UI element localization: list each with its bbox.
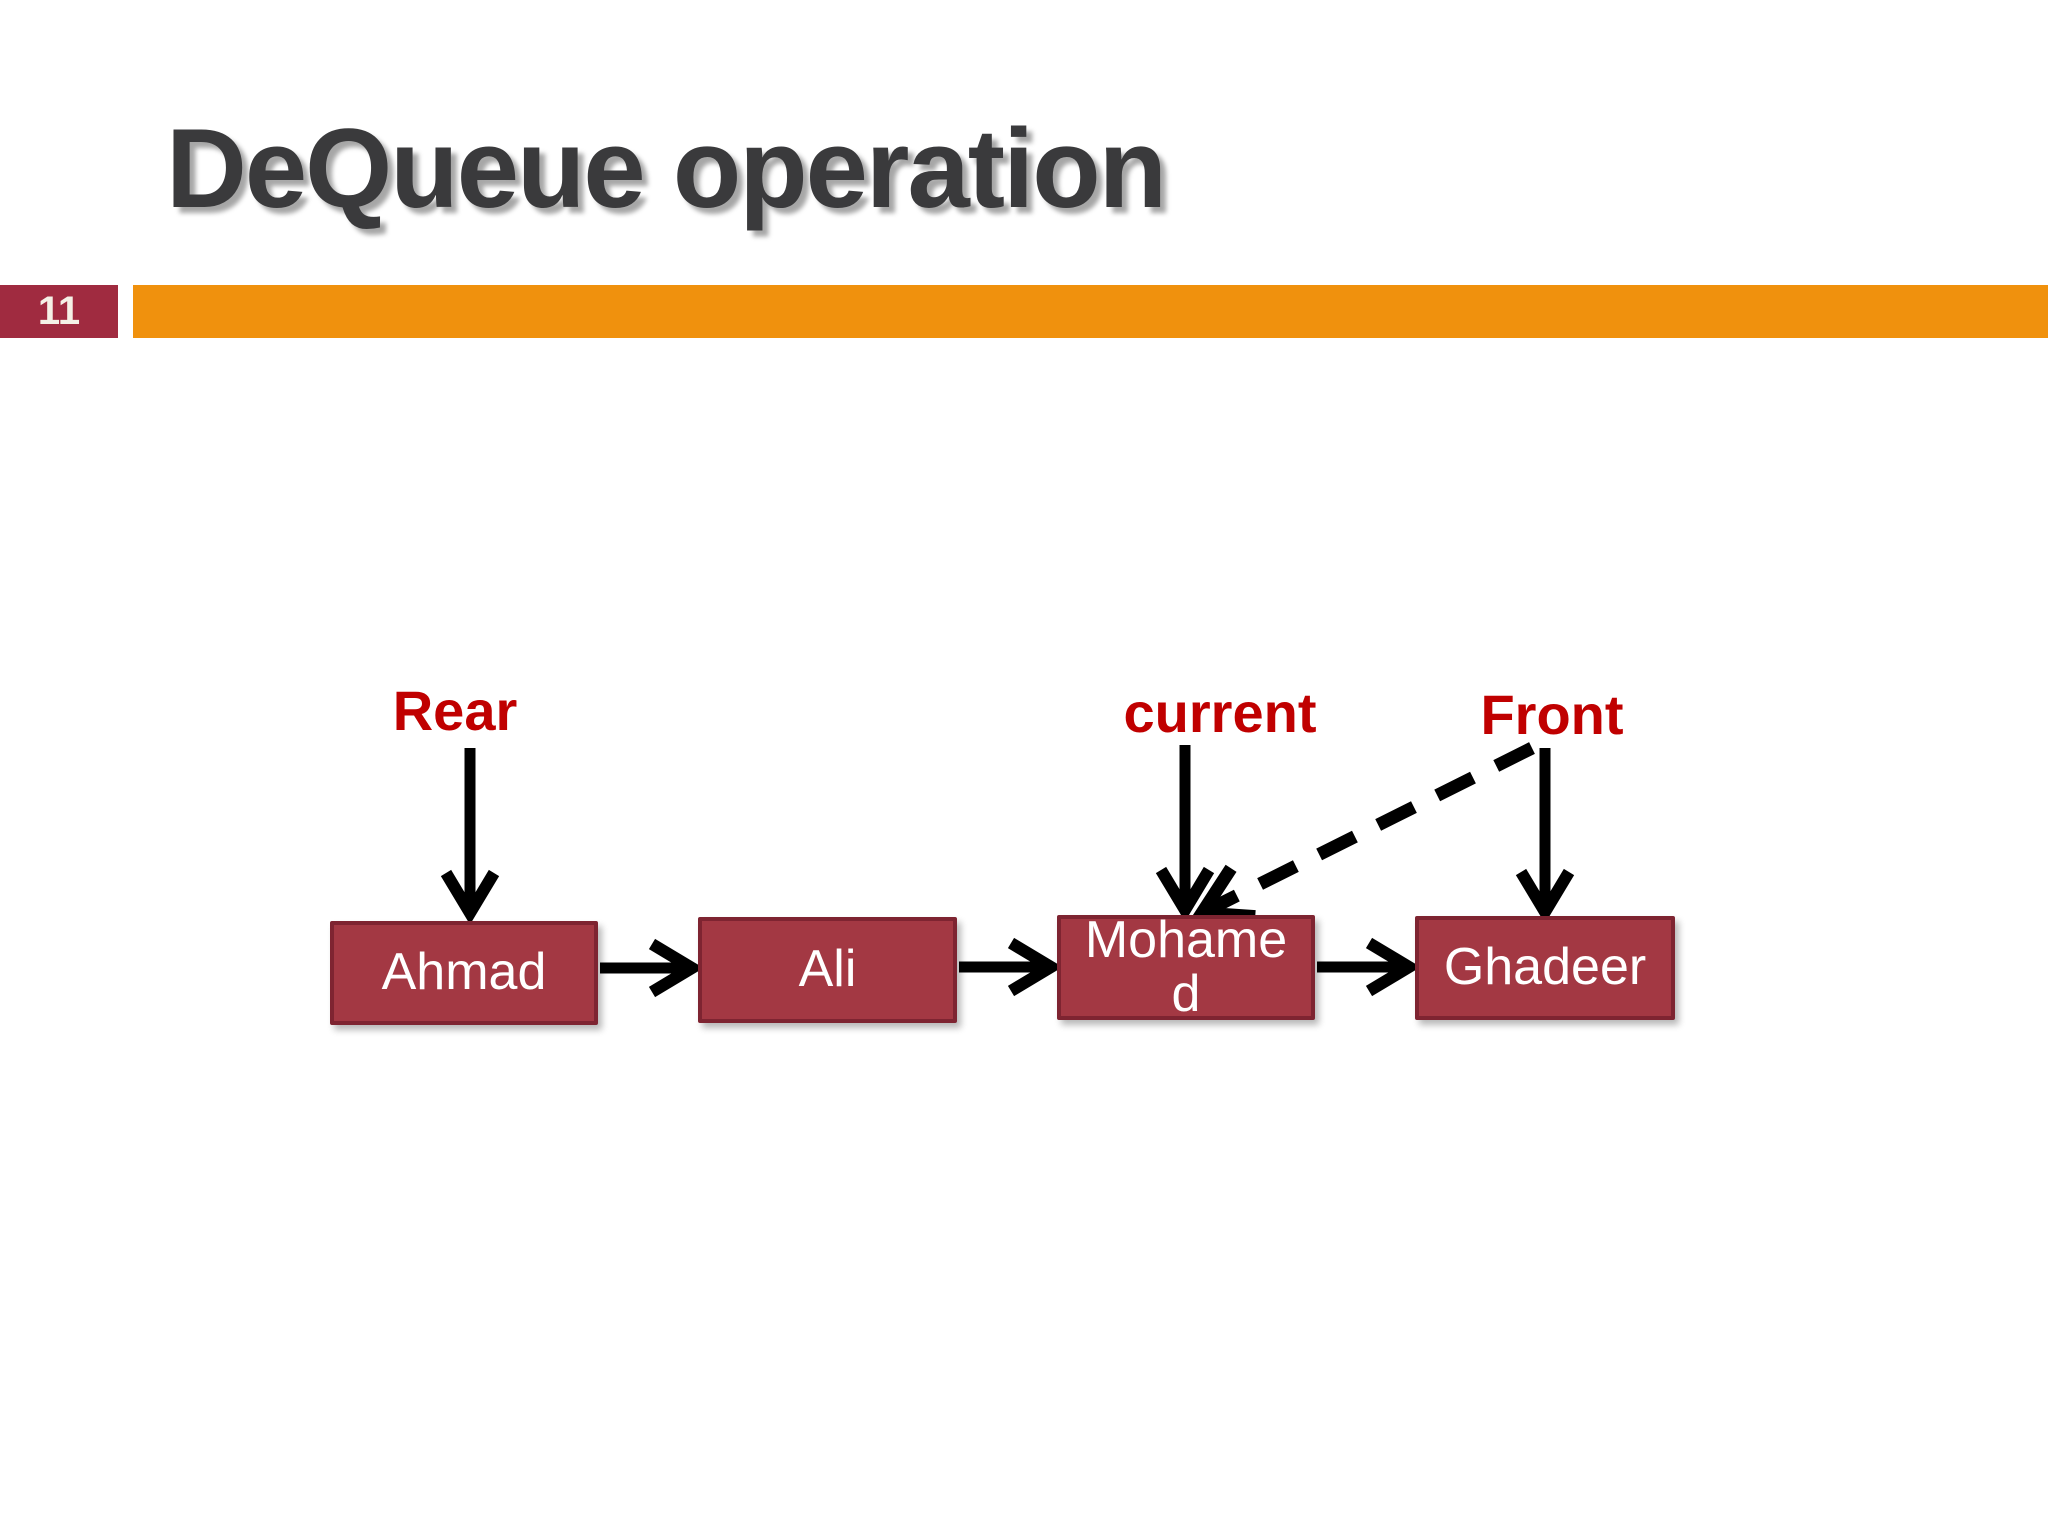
queue-node-ahmad: Ahmad <box>330 921 598 1025</box>
front-to-mohamed-dashed-arrow <box>1190 742 1535 924</box>
queue-node-ghadeer: Ghadeer <box>1415 916 1675 1020</box>
accent-bar <box>133 285 2048 338</box>
rear-pointer-label: Rear <box>392 679 518 742</box>
queue-node-ali: Ali <box>698 917 957 1023</box>
page-number: 11 <box>37 289 81 333</box>
page-number-badge: 11 <box>0 285 118 338</box>
queue-node-mohamed: Mohame d <box>1057 914 1315 1020</box>
page-title: DeQueue operation <box>166 106 1167 231</box>
current-pointer-label: current <box>1123 681 1317 744</box>
front-pointer-label: Front <box>1480 683 1624 746</box>
